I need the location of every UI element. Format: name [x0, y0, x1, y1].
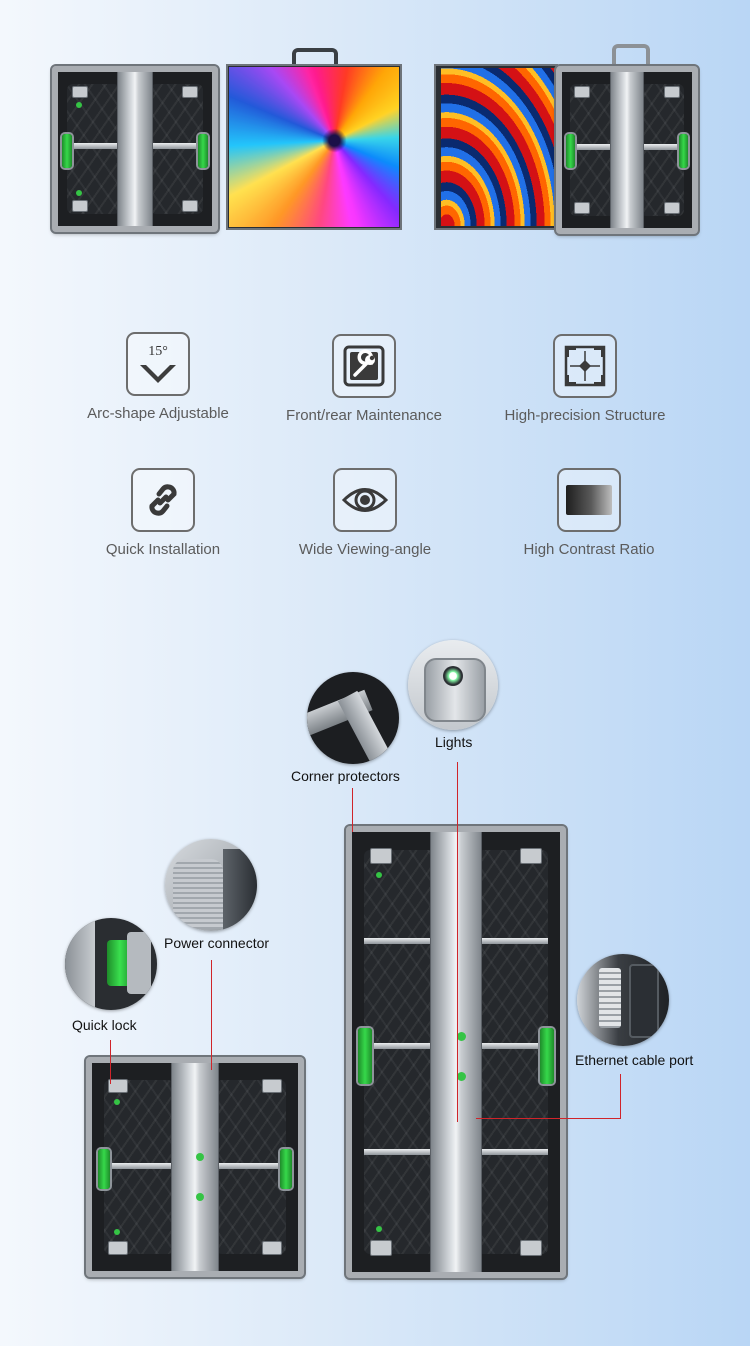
- feature-maintenance: Front/rear Maintenance: [249, 334, 479, 424]
- feature-arc-shape: 15° Arc-shape Adjustable: [43, 332, 273, 422]
- quick-lock-detail-image: [65, 918, 157, 1010]
- eye-icon: [333, 468, 397, 532]
- feature-viewing: Wide Viewing-angle: [250, 468, 480, 558]
- feature-label: Quick Installation: [105, 541, 221, 558]
- ethernet-leader-line-v: [620, 1074, 621, 1118]
- corner-protectors-leader-line: [352, 788, 353, 832]
- display-panel-swirl: [229, 67, 399, 227]
- corner-protectors-label: Corner protectors: [291, 768, 400, 784]
- feature-label: Arc-shape Adjustable: [87, 405, 229, 422]
- feature-structure: High-precision Structure: [470, 334, 700, 424]
- precision-frame-icon: [553, 334, 617, 398]
- ethernet-port-label: Ethernet cable port: [575, 1052, 694, 1068]
- power-connector-label: Power connector: [164, 935, 270, 951]
- lights-leader-line: [457, 762, 458, 1122]
- power-connector-leader-line: [211, 960, 212, 1070]
- quick-lock-leader-line: [110, 1040, 111, 1084]
- angle-value: 15°: [148, 344, 168, 359]
- feature-label: Wide Viewing-angle: [298, 541, 432, 558]
- lights-detail-image: [408, 640, 498, 730]
- cabinet-tall: [344, 824, 568, 1280]
- corner-protector-detail-image: [307, 672, 399, 764]
- feature-label: Front/rear Maintenance: [286, 407, 442, 424]
- contrast-panel-icon: [557, 468, 621, 532]
- carry-handle-right: [612, 44, 650, 66]
- feature-contrast: High Contrast Ratio: [474, 468, 704, 558]
- cabinet-back-left: [50, 64, 220, 234]
- lights-label: Lights: [435, 734, 473, 750]
- carry-handle: [292, 48, 338, 68]
- display-panel-ribbon: [441, 68, 555, 226]
- link-icon: [131, 468, 195, 532]
- ethernet-leader-line-h: [476, 1118, 621, 1119]
- ethernet-port-detail-image: [577, 954, 669, 1046]
- power-connector-detail-image: [165, 839, 257, 931]
- cabinet-back-right: [554, 64, 700, 236]
- quick-lock-label: Quick lock: [72, 1017, 137, 1033]
- wrench-icon: [332, 334, 396, 398]
- chevron-angle-icon: 15°: [126, 332, 190, 396]
- feature-label: High-precision Structure: [504, 407, 666, 424]
- feature-installation: Quick Installation: [48, 468, 278, 558]
- feature-label: High Contrast Ratio: [523, 541, 655, 558]
- cabinet-small: [84, 1055, 306, 1279]
